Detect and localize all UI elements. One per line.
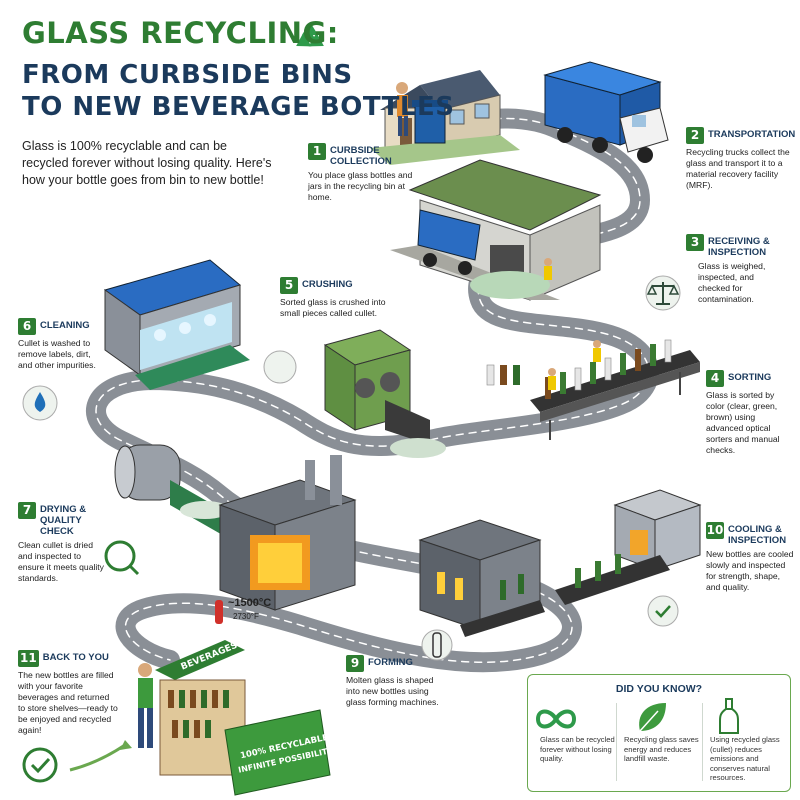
step-number: 5 [280, 277, 298, 294]
mrf-building [390, 159, 602, 301]
step-title: BACK TO YOU [42, 652, 109, 663]
step-number: 9 [346, 655, 364, 672]
furnace-temp-c: ~1500°C [228, 597, 272, 609]
step-number: 7 [18, 502, 36, 519]
step-text: New bottles are cooled slowly and inspec… [706, 549, 794, 592]
intro-text: Glass is 100% recyclable and can be recy… [22, 139, 272, 187]
step-text: You place glass bottles and jars in the … [308, 170, 413, 202]
step-title: CRUSHING [302, 279, 353, 290]
step-number: 6 [18, 318, 36, 335]
step-title: RECEIVING & INSPECTION [708, 236, 770, 258]
fact-text: Using recycled glass (cullet) reduces em… [710, 735, 780, 782]
step-title: CLEANING [40, 320, 90, 331]
step-text: Clean cullet is dried and inspected to e… [18, 540, 104, 583]
step-title: FORMING [368, 657, 413, 668]
step-number: 2 [686, 127, 704, 144]
crusher-machine [263, 329, 446, 458]
divider [702, 703, 703, 781]
step-title: COOLING & INSPECTION [728, 524, 787, 546]
forming-machine [418, 519, 545, 661]
did-you-know-icons [535, 698, 739, 734]
title-line2: FROM CURBSIDE BINS [22, 60, 353, 90]
step-number: 11 [18, 650, 39, 667]
sorted-bottles [486, 364, 520, 386]
resident-with-bin [396, 82, 448, 144]
step-number: 1 [308, 143, 326, 160]
step-title: TRANSPORTATION [708, 129, 796, 140]
did-you-know-panel: DID YOU KNOW? Glass can be recycled fore… [527, 674, 791, 792]
step-4: 4 SORTING Glass is sorted by color (clear… [706, 370, 792, 456]
step-5: 5 CRUSHING Sorted glass is crushed into s… [280, 277, 388, 319]
step-text: Sorted glass is crushed into small piece… [280, 297, 386, 318]
title-line1: GLASS RECYCLING: [22, 16, 339, 50]
step-text: Cullet is washed to remove labels, dirt,… [18, 338, 96, 370]
recycle-icon [296, 22, 324, 47]
step-title: SORTING [728, 372, 772, 383]
sorting-line [530, 339, 700, 440]
cooling-lehr [555, 489, 702, 627]
infinity-icon [535, 709, 577, 729]
cleaning-washer [22, 259, 250, 421]
title-line3: TO NEW BEVERAGE BOTTLES [22, 92, 455, 122]
step-6: 6 CLEANING Cullet is washed to remove lab… [18, 318, 102, 371]
scale-icon [645, 275, 681, 311]
fact-text: Recycling glass saves energy and reduces… [624, 735, 699, 763]
step-2: 2 TRANSPORTATION Recycling trucks collect… [686, 127, 796, 191]
step-text: Molten glass is shaped into new bottles … [346, 675, 439, 707]
step-number: 4 [706, 370, 724, 387]
bottle-icon [719, 698, 739, 734]
step-9: 9 FORMING Molten glass is shaped into new… [346, 655, 446, 708]
step-text: The new bottles are filled with your fav… [18, 670, 118, 735]
store-shelf [22, 640, 331, 796]
step-text: Glass is weighed, inspected, and checked… [698, 261, 766, 304]
step-text: Recycling trucks collect the glass and t… [686, 147, 790, 190]
glass-furnace [215, 455, 357, 624]
recycling-truck [543, 61, 669, 163]
step-text: Glass is sorted by color (clear, green, … [706, 390, 780, 455]
step-title: DRYING & QUALITY CHECK [40, 504, 87, 537]
fact-text: Glass can be recycled forever without lo… [540, 735, 615, 763]
step-number: 10 [706, 522, 724, 539]
furnace-temp-f: 2730°F [233, 612, 259, 621]
leaf-icon [639, 703, 666, 732]
step-number: 3 [686, 234, 704, 251]
did-you-know-title: DID YOU KNOW? [615, 683, 703, 695]
step-title: CURBSIDE COLLECTION [330, 145, 392, 167]
divider [616, 703, 617, 781]
